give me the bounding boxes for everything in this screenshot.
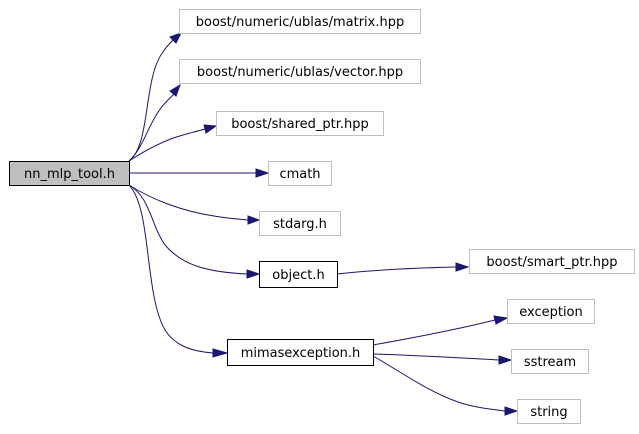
edges-layer xyxy=(128,32,519,416)
nodes-layer: nn_mlp_tool.h boost/numeric/ublas/matrix.… xyxy=(9,9,635,424)
edge-root-to-matrix xyxy=(128,32,183,162)
node-smart-ptr: boost/smart_ptr.hpp xyxy=(469,249,635,274)
edge-arrowhead-icon xyxy=(255,168,270,178)
node-vector: boost/numeric/ublas/vector.hpp xyxy=(179,59,421,84)
node-matrix: boost/numeric/ublas/matrix.hpp xyxy=(179,9,421,34)
node-label: exception xyxy=(519,305,583,320)
node-box xyxy=(511,349,589,374)
node-box xyxy=(227,339,374,366)
node-label: sstream xyxy=(524,355,576,370)
edge-mimasexception-to-sstream xyxy=(372,353,513,365)
edge-line xyxy=(128,184,248,275)
node-label: boost/smart_ptr.hpp xyxy=(486,255,617,270)
edge-root-to-mimasexception xyxy=(128,184,229,358)
node-box xyxy=(517,399,581,424)
node-label: string xyxy=(530,405,567,420)
node-label: nn_mlp_tool.h xyxy=(24,167,115,182)
node-exception: exception xyxy=(507,299,595,324)
node-box xyxy=(469,249,635,274)
edge-root-to-stdarg xyxy=(128,184,261,225)
node-stdarg: stdarg.h xyxy=(259,211,341,236)
edge-line xyxy=(128,184,249,221)
edge-arrowhead-icon xyxy=(169,32,183,44)
node-cmath: cmath xyxy=(268,161,332,186)
edge-arrowhead-icon xyxy=(169,83,181,97)
node-shared-ptr: boost/shared_ptr.hpp xyxy=(216,111,384,136)
edge-arrowhead-icon xyxy=(498,355,513,365)
node-box xyxy=(268,161,332,186)
node-mimasexception[interactable]: mimasexception.h xyxy=(227,339,374,366)
edge-arrowhead-icon xyxy=(246,269,261,279)
edge-line xyxy=(372,355,506,412)
edge-root-to-object xyxy=(128,184,261,279)
node-box xyxy=(259,261,338,288)
node-box xyxy=(9,161,130,186)
edge-mimasexception-to-exception xyxy=(372,315,509,346)
edge-line xyxy=(372,319,496,346)
edge-root-to-vector xyxy=(128,83,181,162)
edge-line xyxy=(336,266,457,275)
edge-line xyxy=(372,353,500,361)
node-box xyxy=(179,9,421,34)
edge-line xyxy=(128,93,175,162)
node-box xyxy=(259,211,341,236)
node-label: boost/numeric/ublas/matrix.hpp xyxy=(196,15,405,30)
edge-root-to-cmath xyxy=(129,168,270,178)
edge-object-to-smart_ptr xyxy=(336,262,470,275)
node-label: cmath xyxy=(279,167,320,182)
node-label: boost/numeric/ublas/vector.hpp xyxy=(197,65,403,80)
edge-arrowhead-icon xyxy=(493,315,509,325)
edge-line xyxy=(128,128,206,162)
node-string: string xyxy=(517,399,581,424)
node-object[interactable]: object.h xyxy=(259,261,338,288)
node-label: stdarg.h xyxy=(273,217,327,232)
edge-line xyxy=(128,184,214,354)
edge-arrowhead-icon xyxy=(247,215,261,225)
node-label: object.h xyxy=(272,268,324,283)
node-box xyxy=(216,111,384,136)
edge-arrowhead-icon xyxy=(203,124,218,134)
edge-arrowhead-icon xyxy=(455,262,470,272)
node-label: mimasexception.h xyxy=(241,346,361,361)
node-box xyxy=(507,299,595,324)
node-sstream: sstream xyxy=(511,349,589,374)
edge-line xyxy=(128,38,175,162)
edge-arrowhead-icon xyxy=(504,406,519,416)
edge-root-to-shared_ptr xyxy=(128,124,218,162)
edge-arrowhead-icon xyxy=(212,348,229,358)
node-box xyxy=(179,59,421,84)
node-root: nn_mlp_tool.h xyxy=(9,161,130,186)
node-label: boost/shared_ptr.hpp xyxy=(231,117,369,132)
edge-mimasexception-to-string xyxy=(372,355,519,416)
